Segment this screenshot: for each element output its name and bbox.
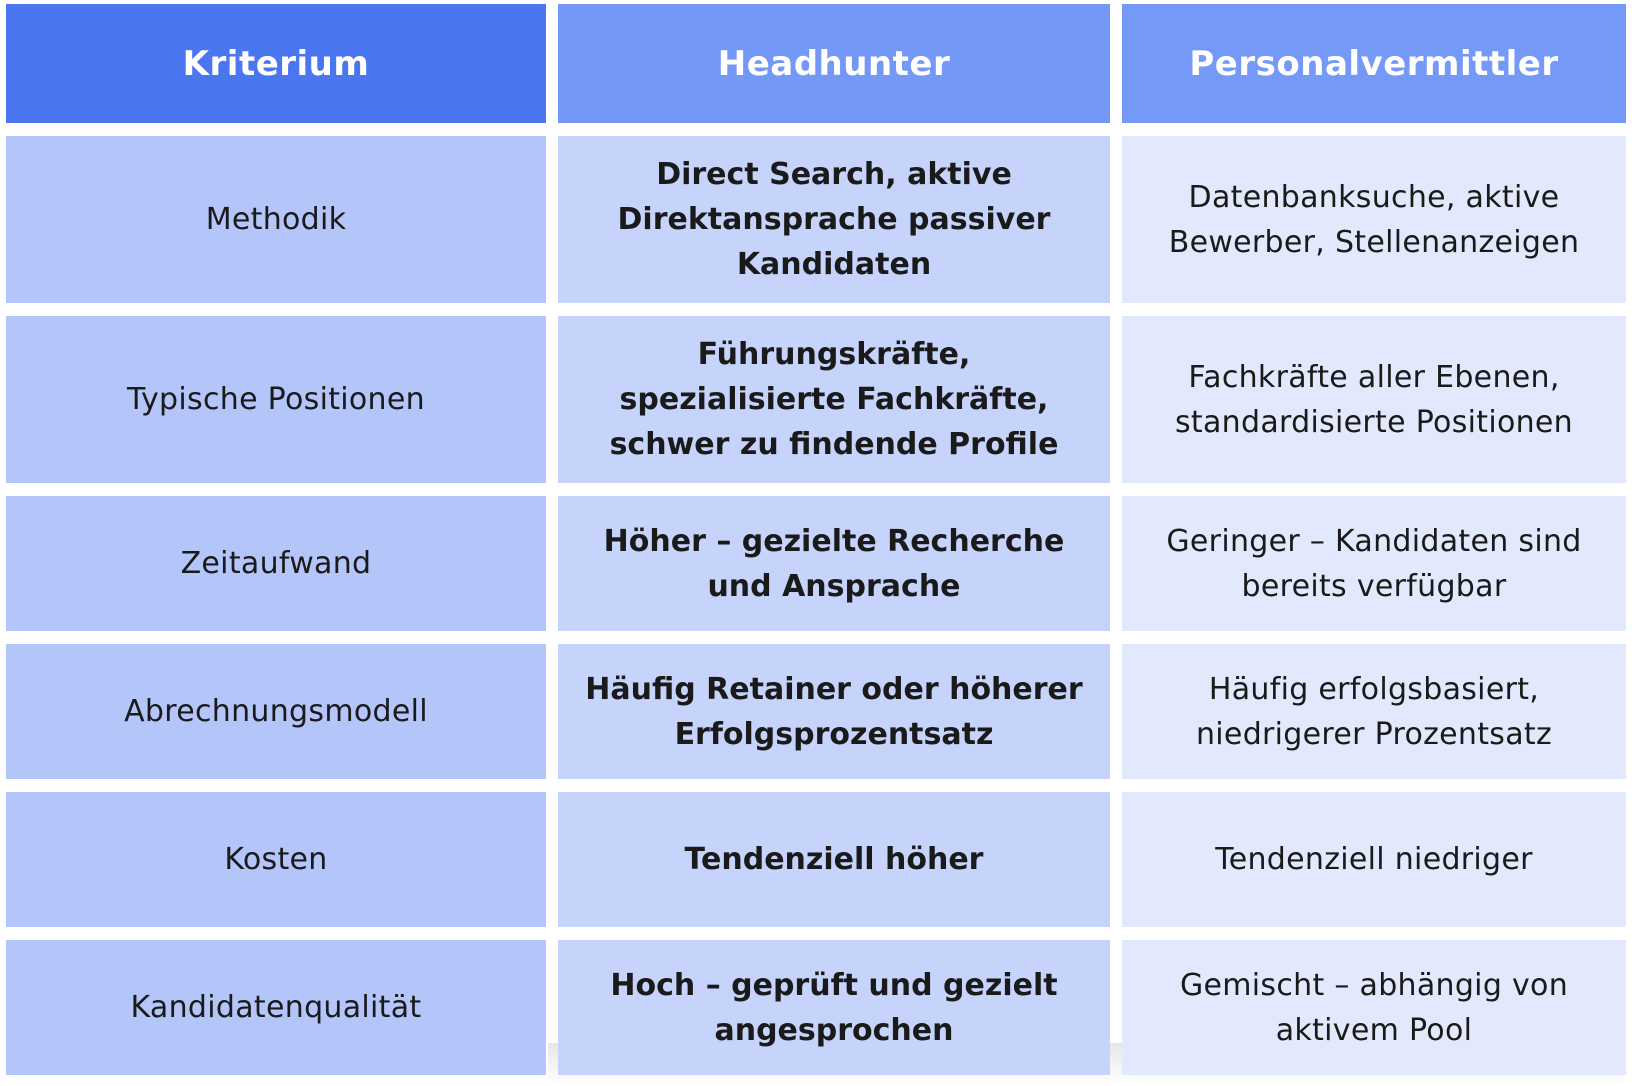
table-cell-personalvermittler: Geringer – Kandidaten sind bereits verfü… [1122,496,1626,631]
table-cell-headhunter: Höher – gezielte Recherche und Ansprache [558,496,1110,631]
table-cell-headhunter: Häufig Retainer oder höherer Erfolgsproz… [558,644,1110,779]
table-cell-personalvermittler: Datenbanksuche, aktive Bewerber, Stellen… [1122,136,1626,303]
table-cell-headhunter: Führungskräfte, spezialisierte Fachkräft… [558,316,1110,483]
table-cell-personalvermittler: Gemischt – abhängig von aktivem Pool [1122,940,1626,1075]
table-cell-personalvermittler: Häufig erfolgsbasiert, niedrigerer Proze… [1122,644,1626,779]
table-cell-kriterium: Abrechnungsmodell [6,644,546,779]
header-kriterium: Kriterium [6,4,546,123]
table-cell-personalvermittler: Tendenziell niedriger [1122,792,1626,927]
comparison-table: Kriterium Headhunter Personalvermittler … [6,4,1626,1075]
table-cell-headhunter: Tendenziell höher [558,792,1110,927]
table-cell-kriterium: Typische Positionen [6,316,546,483]
table-cell-kriterium: Kosten [6,792,546,927]
header-personalvermittler: Personalvermittler [1122,4,1626,123]
header-headhunter: Headhunter [558,4,1110,123]
table-cell-kriterium: Methodik [6,136,546,303]
table-cell-headhunter: Direct Search, aktive Direktansprache pa… [558,136,1110,303]
table-cell-kriterium: Zeitaufwand [6,496,546,631]
table-cell-headhunter: Hoch – geprüft und gezielt angesprochen [558,940,1110,1075]
table-cell-personalvermittler: Fachkräfte aller Ebenen, standardisierte… [1122,316,1626,483]
table-cell-kriterium: Kandidatenqualität [6,940,546,1075]
